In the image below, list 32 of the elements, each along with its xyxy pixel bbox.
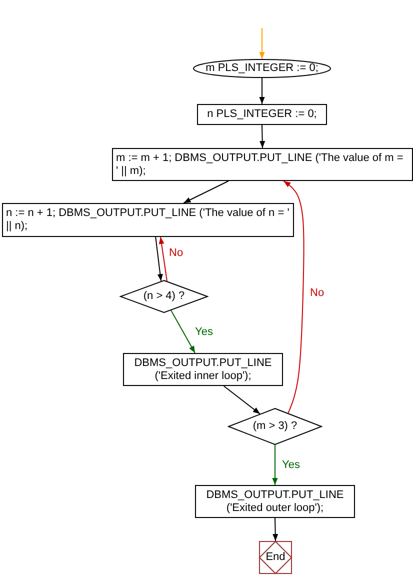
start-ellipse: [193, 59, 331, 78]
condition-text: (n > 4) ?: [143, 290, 185, 303]
condition-text: (m > 3) ?: [252, 420, 298, 433]
arrow: [170, 310, 196, 354]
arrow: [260, 124, 266, 148]
process-box: [123, 353, 283, 386]
process-box: [112, 148, 413, 181]
arrow: [272, 444, 278, 486]
statement-text: m PLS_INTEGER := 0;: [206, 62, 318, 75]
edge-label: Yes: [281, 459, 301, 471]
decision-diamond: [228, 408, 322, 445]
statement-text: DBMS_OUTPUT.PUT_LINE ('Exited outer loop');: [205, 488, 345, 514]
arrow: [158, 236, 168, 282]
process-box: [197, 104, 327, 125]
edge-label: No: [168, 247, 184, 259]
statement-text: m := m + 1; DBMS_OUTPUT.PUT_LINE ('The value of m = ' || m);: [116, 152, 404, 178]
statement-text: n PLS_INTEGER := 0;: [207, 108, 317, 121]
edge-label: Yes: [194, 326, 214, 338]
arrow: [259, 28, 265, 60]
arrow: [223, 386, 260, 414]
statement-text: n := n + 1; DBMS_OUTPUT.PUT_LINE ('The value of n = ' || n);: [6, 207, 290, 233]
end-terminator: [259, 541, 292, 574]
process-box: [195, 485, 355, 518]
statement-text: DBMS_OUTPUT.PUT_LINE ('Exited inner loop');: [133, 356, 273, 382]
arrow: [272, 518, 278, 542]
edge-label: No: [309, 287, 326, 299]
end-text: End: [266, 551, 286, 564]
arrow: [259, 78, 265, 104]
arrow: [183, 180, 229, 204]
arrow: [283, 180, 304, 414]
decision-diamond: [120, 280, 208, 313]
arrow: [155, 236, 163, 282]
